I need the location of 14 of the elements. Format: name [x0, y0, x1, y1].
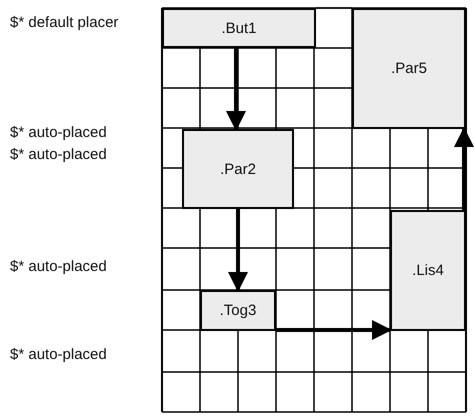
arrow	[276, 320, 392, 340]
row-label: $* auto-placed	[10, 346, 107, 363]
arrow	[454, 127, 474, 210]
row-label: $* auto-placed	[10, 258, 107, 275]
row-label: $* auto-placed	[10, 124, 107, 141]
widget-box: .Par2	[182, 129, 294, 209]
widget-box: .But1	[162, 8, 316, 48]
arrow	[228, 209, 248, 292]
widget-box: .Tog3	[200, 290, 276, 331]
widget-box: .Lis4	[390, 210, 466, 331]
row-label: $* default placer	[10, 14, 118, 31]
arrow	[226, 48, 246, 131]
widget-box: .Par5	[352, 8, 466, 129]
row-label: $* auto-placed	[10, 146, 107, 163]
